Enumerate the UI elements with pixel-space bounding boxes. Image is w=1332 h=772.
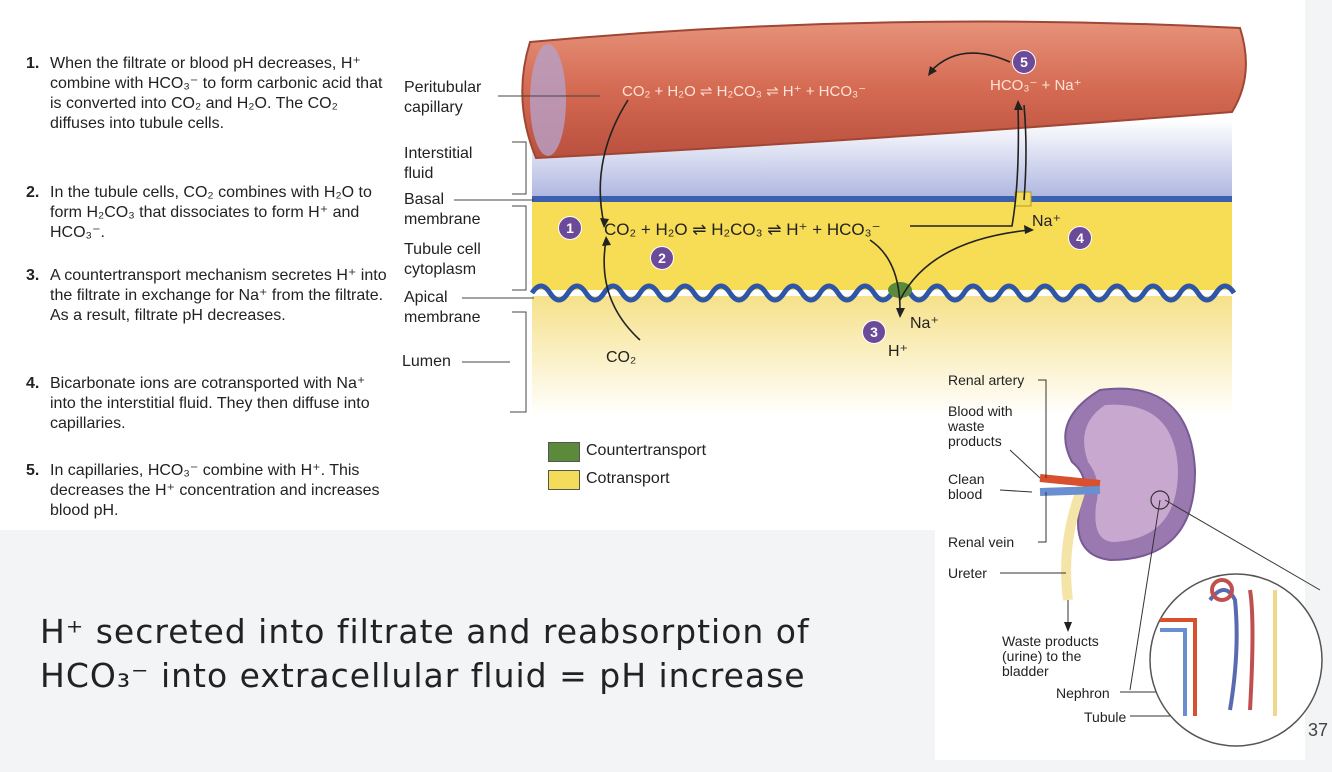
step-marker-3: 3: [862, 320, 886, 344]
equation-cell: CO₂ + H₂O ⇌ H₂CO₃ ⇌ H⁺ + HCO₃⁻: [604, 220, 881, 239]
step-2-number: 2.: [26, 184, 40, 201]
equation-capillary-right: HCO₃⁻ + Na⁺: [990, 77, 1082, 94]
slide-caption: H⁺ secreted into filtrate and reabsorpti…: [40, 610, 810, 698]
na-cell-label: Na⁺: [1032, 213, 1061, 230]
label-waste-products: Waste products (urine) to the bladder: [1002, 633, 1099, 679]
legend-label-countertransport: Countertransport: [586, 442, 707, 459]
legend-swatch-cotransport: [548, 470, 580, 490]
nephron-drawing: [1160, 578, 1277, 716]
legend-swatch-countertransport: [548, 442, 580, 462]
renal-vein: [1039, 486, 1101, 496]
equation-capillary: CO₂ + H₂O ⇌ H₂CO₃ ⇌ H⁺ + HCO₃⁻: [622, 83, 867, 100]
step-4-number: 4.: [26, 375, 40, 392]
step-1-text: When the filtrate or blood pH decreases,…: [50, 55, 383, 132]
step-3-text: A countertransport mechanism secretes H⁺…: [50, 267, 387, 324]
flow-arrows: [599, 52, 1031, 341]
step-5-number: 5.: [26, 462, 40, 479]
step-1-number: 1.: [26, 55, 40, 72]
label-interstitial-fluid: Interstitial fluid: [404, 145, 473, 182]
step-4-text: Bicarbonate ions are cotransported with …: [50, 375, 370, 432]
label-clean-blood: Clean blood: [948, 471, 985, 502]
label-ureter: Ureter: [948, 565, 987, 581]
renal-artery: [1039, 474, 1101, 488]
nephron-zoom-marker: [1150, 490, 1170, 510]
h-lumen-label: H⁺: [888, 343, 908, 360]
label-apical-membrane: Apical membrane: [404, 289, 481, 326]
co2-lumen-label: CO₂: [606, 349, 637, 366]
step-2-text: In the tubule cells, CO₂ combines with H…: [50, 184, 372, 241]
label-tubule-cell-cytoplasm: Tubule cell cytoplasm: [404, 241, 481, 278]
basal-membrane: [532, 196, 1232, 202]
leader-lines: [454, 95, 600, 413]
step-5-text: In capillaries, HCO₃⁻ combine with H⁺. T…: [50, 462, 380, 519]
step-marker-1: 1: [558, 216, 582, 240]
legend-label-cotransport: Cotransport: [586, 470, 670, 487]
capillary-opening: [530, 44, 566, 156]
apical-membrane: [529, 283, 1237, 303]
capillary-tube: [521, 20, 1247, 160]
step-marker-4: 4: [1068, 226, 1092, 250]
step-marker-5: 5: [1012, 50, 1036, 74]
label-nephron: Nephron: [1056, 685, 1110, 701]
label-tubule: Tubule: [1084, 709, 1127, 725]
page-number: 37: [1307, 720, 1328, 740]
label-renal-vein: Renal vein: [948, 534, 1015, 550]
caption-line-1: H⁺ secreted into filtrate and reabsorpti…: [40, 612, 810, 651]
step-marker-2: 2: [650, 246, 674, 270]
label-lumen: Lumen: [402, 353, 451, 370]
arrow-heads: [600, 66, 1034, 318]
label-basal-membrane: Basal membrane: [404, 191, 481, 228]
label-blood-with-waste: Blood with waste products: [948, 403, 1013, 449]
na-lumen-label: Na⁺: [910, 315, 939, 332]
urine-arrow: [1064, 622, 1072, 632]
label-peritubular-capillary: Peritubular capillary: [404, 79, 482, 116]
countertransporter: [888, 282, 912, 298]
label-renal-artery: Renal artery: [948, 372, 1025, 388]
step-3-number: 3.: [26, 267, 40, 284]
cytoplasm-region: [532, 202, 1232, 290]
caption-line-2: HCO₃⁻ into extracellular fluid = pH incr…: [40, 656, 806, 695]
